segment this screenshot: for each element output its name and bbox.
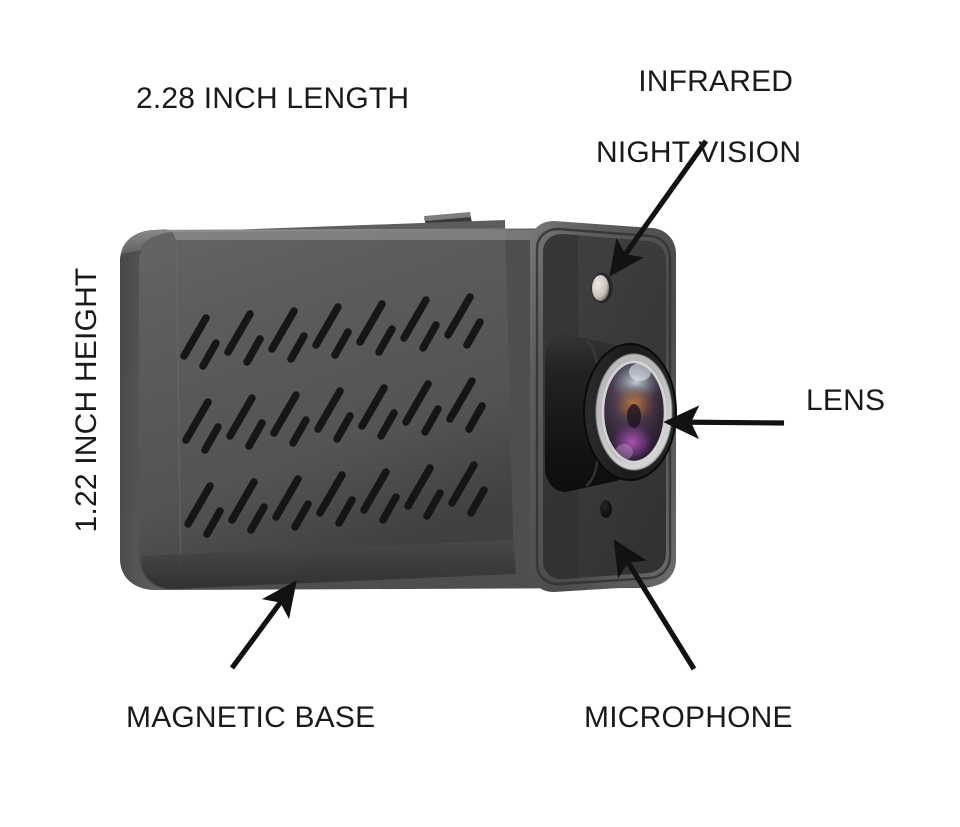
label-infrared-line1: INFRARED [638, 65, 794, 99]
label-lens: LENS [806, 384, 886, 417]
infrared-arrow [609, 139, 709, 277]
rear-seam [175, 231, 182, 589]
vent-grille [180, 293, 488, 538]
bezel-groove [535, 227, 672, 586]
lens-assembly [545, 334, 677, 492]
label-length: 2.28 INCH LENGTH [136, 82, 410, 115]
microphone-arrow [613, 539, 697, 671]
infrared-sensor [591, 273, 613, 303]
label-magnetic-base: MAGNETIC BASE [126, 701, 376, 734]
magnetic-base-arrow [229, 580, 297, 670]
label-infrared-night-vision: INFRARED NIGHT VISION [596, 29, 801, 241]
label-microphone: MICROPHONE [584, 701, 793, 734]
lens-arrow [663, 405, 785, 440]
label-height: 1.22 INCH HEIGHT [70, 267, 103, 533]
callout-arrows [229, 139, 785, 671]
microphone-hole [599, 499, 613, 519]
camera-body [120, 212, 677, 592]
label-infrared-line2: NIGHT VISION [596, 136, 802, 170]
rear-cap [120, 229, 172, 590]
bottom-shadow [141, 540, 516, 589]
